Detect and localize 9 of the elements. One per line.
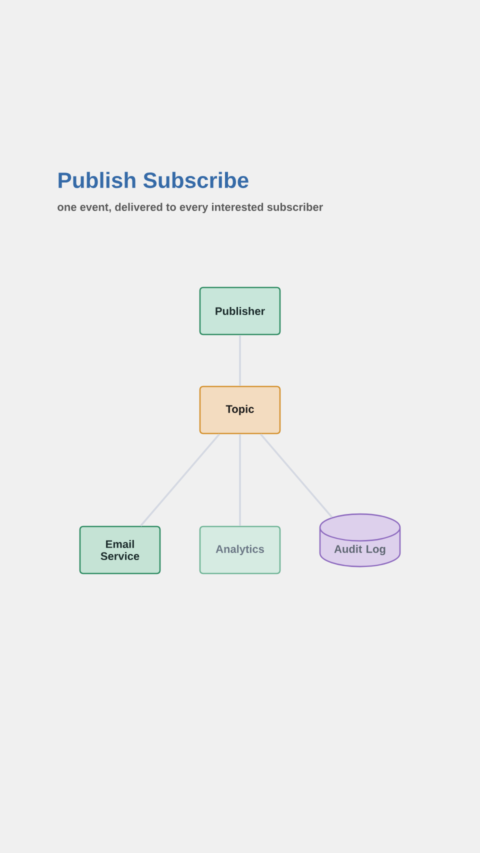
process-box: Publisher: [199, 286, 281, 336]
process-box: Email Service: [79, 526, 161, 574]
title: Publish Subscribe: [58, 172, 248, 188]
subtitle: one event, delivered to every interested subscriber: [58, 202, 323, 214]
connector-line: [260, 434, 333, 518]
process-box: Analytics: [199, 526, 281, 574]
connector-line: [140, 434, 220, 526]
database-cylinder: Audit Log: [319, 513, 401, 568]
process-box: Topic: [199, 386, 281, 434]
